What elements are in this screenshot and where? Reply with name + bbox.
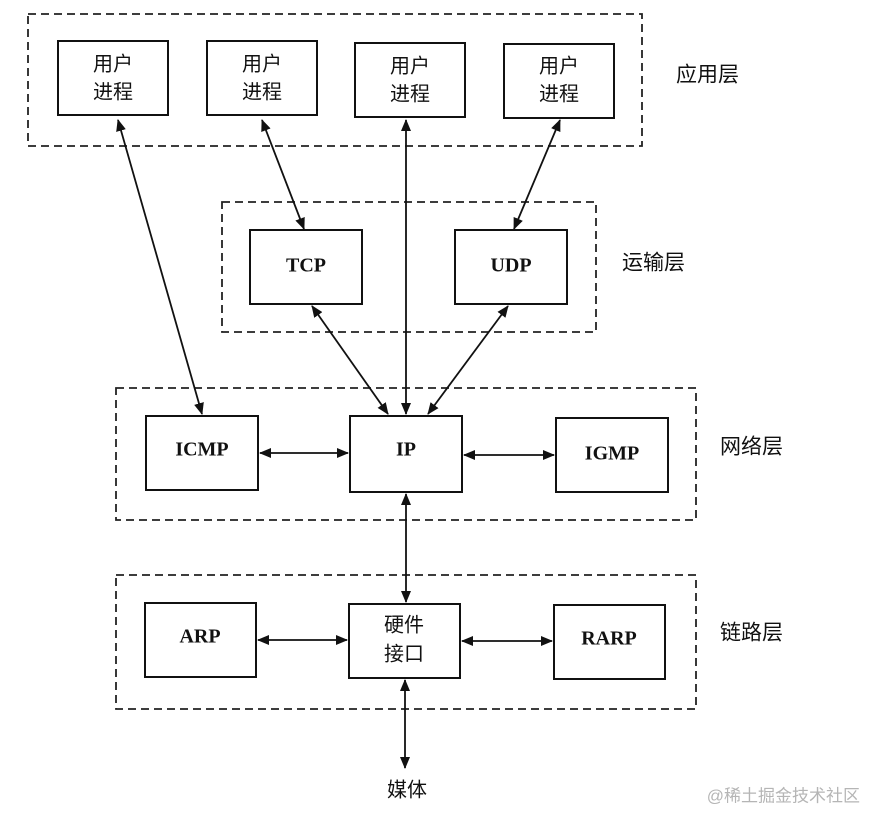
user-process-label-3-line-2: 进程 (390, 82, 430, 106)
ip-box (349, 415, 463, 493)
rarp-box (553, 604, 666, 680)
link-layer-label: 链路层 (720, 621, 783, 645)
edge-user-process-4-udp (513, 119, 561, 230)
user-process-node-1: 用户 进程 (57, 40, 169, 116)
user-process-label-2-line-1: 用户 (242, 52, 282, 76)
user-process-node-3: 用户 进程 (354, 42, 466, 118)
ip-label: IP (396, 439, 416, 461)
tcp-node: TCP (249, 229, 363, 305)
icmp-node: ICMP (145, 415, 259, 491)
rarp-node: RARP (553, 604, 666, 680)
hardware-interface-label-line-2: 接口 (384, 642, 424, 666)
edge-user-process-1-icmp (116, 119, 204, 415)
edge-tcp-ip (311, 305, 389, 415)
user-process-box-2 (206, 40, 318, 116)
user-process-box-3 (354, 42, 466, 118)
icmp-box (145, 415, 259, 491)
user-process-label-1-line-2: 进程 (93, 80, 133, 104)
transport-layer-label: 运输层 (622, 251, 685, 275)
edge-udp-ip (427, 305, 509, 415)
hardware-interface-node: 硬件 接口 (348, 603, 461, 679)
icmp-label: ICMP (175, 439, 228, 461)
user-process-label-4-line-2: 进程 (539, 82, 579, 106)
user-process-label-2-line-2: 进程 (242, 80, 282, 104)
user-process-node-2: 用户 进程 (206, 40, 318, 116)
udp-box (454, 229, 568, 305)
arp-node: ARP (144, 602, 257, 678)
hardware-interface-box (348, 603, 461, 679)
igmp-box (555, 417, 669, 493)
user-process-label-4-line-1: 用户 (539, 54, 579, 78)
udp-label: UDP (490, 255, 531, 277)
tcp-label: TCP (286, 255, 326, 277)
rarp-label: RARP (581, 628, 637, 650)
user-process-label-1-line-1: 用户 (93, 52, 133, 76)
igmp-node: IGMP (555, 417, 669, 493)
udp-node: UDP (454, 229, 568, 305)
application-layer-label: 应用层 (676, 63, 739, 87)
arp-box (144, 602, 257, 678)
user-process-label-3-line-1: 用户 (390, 54, 430, 78)
edge-user-process-2-tcp (261, 119, 305, 230)
hardware-interface-label-line-1: 硬件 (384, 613, 424, 637)
user-process-box-4 (503, 43, 615, 119)
media-label: 媒体 (387, 778, 427, 802)
igmp-label: IGMP (585, 443, 639, 465)
arp-label: ARP (179, 626, 220, 648)
user-process-box-1 (57, 40, 169, 116)
ip-node: IP (349, 415, 463, 493)
tcp-box (249, 229, 363, 305)
application-layer-frame (27, 13, 643, 147)
network-layer-label: 网络层 (720, 435, 783, 459)
watermark-text: @稀土掘金技术社区 (707, 786, 860, 805)
user-process-node-4: 用户 进程 (503, 43, 615, 119)
